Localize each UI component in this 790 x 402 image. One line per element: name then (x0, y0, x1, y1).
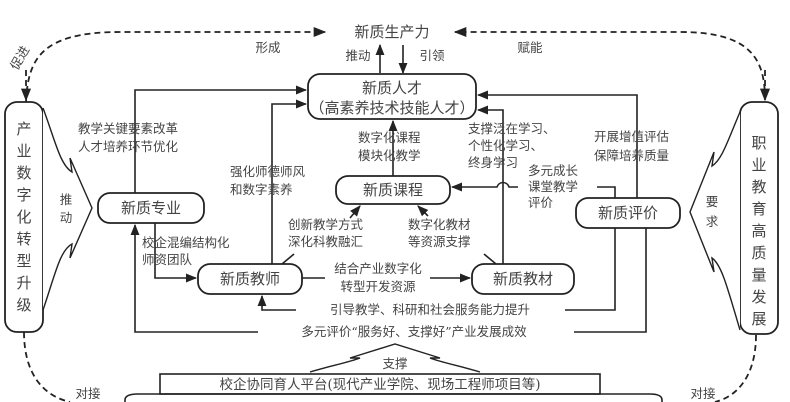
arrow-evaluation-to-talent (476, 90, 638, 198)
label-eval-course-1: 多元成长 (528, 163, 579, 178)
arrow-teacher-to-course-b (349, 205, 361, 219)
label-course-talent-2: 模块化教学 (358, 148, 421, 163)
label-material-talent-3: 终身学习 (468, 155, 518, 170)
svg-text:型: 型 (16, 252, 31, 270)
label-major-teacher-2: 师资团队 (142, 252, 193, 267)
arrow-material-to-course-a (483, 253, 497, 265)
drives-label: 推动 (345, 48, 370, 63)
svg-text:升: 升 (16, 274, 31, 292)
node-new-teacher (197, 263, 303, 295)
label-material-course-1: 数字化教材 (408, 217, 471, 232)
arrow-major-to-talent (134, 85, 308, 193)
node-new-evaluation (575, 197, 681, 229)
label-material-talent-2: 个性化学习、 (468, 138, 543, 153)
arrow-evaluation-to-teacher-a (565, 228, 616, 311)
label-teacher-talent-1: 强化师德师风 (230, 164, 306, 179)
label-teacher-course-2: 深化科教融汇 (288, 234, 363, 249)
label-eval-talent-2: 保障培养质量 (594, 148, 669, 163)
right-pillar-text: 职 业 教 育 高 质 量 发 展 (751, 134, 766, 328)
teacher-label: 新质教师 (220, 270, 280, 288)
support-big-arrow (309, 343, 481, 373)
label-major-teacher-1: 校企混编结构化 (142, 235, 230, 250)
arrow-material-to-course-b (417, 205, 429, 217)
label-major-talent-1: 教学关键要素改革 (78, 121, 178, 136)
productivity-label: 新质生产力 (354, 23, 429, 41)
node-new-talent (307, 73, 477, 120)
arrow-teacher-to-course-a (281, 253, 295, 265)
svg-text:高: 高 (751, 222, 766, 240)
arrow-evaluation-to-major-b (130, 223, 258, 333)
talent-title: 新质人才 (362, 79, 422, 97)
arrow-evaluation-to-teacher-b (257, 294, 296, 311)
arrow-evaluation-to-course-b (450, 181, 518, 192)
empowers-label: 赋能 (517, 40, 543, 55)
label-material-talent-1: 支撑泛在学习、 (468, 121, 556, 136)
svg-text:质: 质 (751, 244, 766, 262)
svg-text:字: 字 (16, 186, 31, 204)
require-big-arrow (689, 111, 741, 331)
evaluation-label: 新质评价 (598, 204, 658, 222)
svg-text:教: 教 (751, 178, 766, 196)
dashed-dock-right (714, 334, 757, 402)
arrow-major-to-teacher (154, 223, 198, 283)
arrow-teacher-to-talent (271, 99, 308, 264)
label-material-course-2: 等资源支撑 (408, 234, 471, 249)
arrow-evaluation-to-major-a (574, 228, 647, 333)
require-label-1: 要 (706, 194, 719, 209)
major-label: 新质专业 (121, 199, 181, 217)
platform-label: 校企协同育人平台(现代产业学院、现场工程师项目等) (219, 376, 540, 393)
svg-text:级: 级 (16, 296, 31, 314)
base-box-top (124, 393, 663, 402)
svg-text:职: 职 (751, 134, 766, 152)
arrow-material-to-talent (476, 105, 504, 264)
drive-big-arrow (42, 107, 93, 311)
label-course-talent-1: 数字化课程 (358, 130, 421, 145)
label-teacher-talent-2: 和数字素养 (230, 182, 293, 197)
material-label: 新质教材 (493, 270, 553, 288)
label-teacher-material-1: 结合产业数字化 (334, 261, 422, 276)
label-eval-talent-1: 开展增值评估 (594, 129, 669, 144)
svg-text:业: 业 (16, 142, 31, 160)
svg-text:化: 化 (16, 208, 31, 226)
label-teacher-course-1: 创新教学方式 (288, 217, 364, 232)
svg-text:量: 量 (751, 266, 766, 284)
support-label: 支撑 (382, 356, 408, 371)
label-eval-major: 多元评价“服务好、支撑好”产业发展成效 (301, 324, 527, 339)
promotes-label: 促进 (7, 43, 33, 73)
label-eval-course-3: 评价 (528, 195, 554, 210)
drive-label-2: 动 (60, 210, 73, 225)
dock-left-label: 对接 (75, 386, 101, 401)
node-new-major (97, 192, 205, 224)
svg-text:产: 产 (16, 120, 31, 138)
dashed-arrow-forms (25, 26, 327, 103)
label-teacher-material-2: 转型开发资源 (340, 279, 416, 294)
arrow-evaluation-to-course-a (597, 186, 616, 198)
talent-subtitle: （高素养技术技能人才） (309, 99, 474, 117)
dashed-dock-left (23, 331, 71, 402)
require-label-2: 求 (706, 214, 719, 229)
label-major-talent-2: 人才培养环节优化 (78, 139, 179, 154)
drive-label-1: 推 (60, 192, 73, 207)
label-eval-course-2: 课堂教学 (528, 179, 578, 194)
dock-right-label: 对接 (690, 386, 716, 401)
svg-text:业: 业 (751, 156, 766, 174)
svg-text:发: 发 (751, 288, 766, 306)
course-label: 新质课程 (363, 181, 423, 199)
dashed-arrow-empowers (453, 26, 766, 101)
svg-text:转: 转 (16, 230, 31, 248)
node-new-material (471, 263, 575, 295)
leads-label: 引领 (419, 48, 445, 63)
svg-text:展: 展 (751, 310, 766, 328)
svg-text:数: 数 (16, 164, 31, 182)
label-eval-teacher: 引导教学、科研和社会服务能力提升 (330, 302, 530, 317)
svg-text:育: 育 (751, 200, 766, 218)
left-pillar-text: 产 业 数 字 化 转 型 升 级 (16, 120, 31, 314)
forms-label: 形成 (255, 40, 280, 55)
